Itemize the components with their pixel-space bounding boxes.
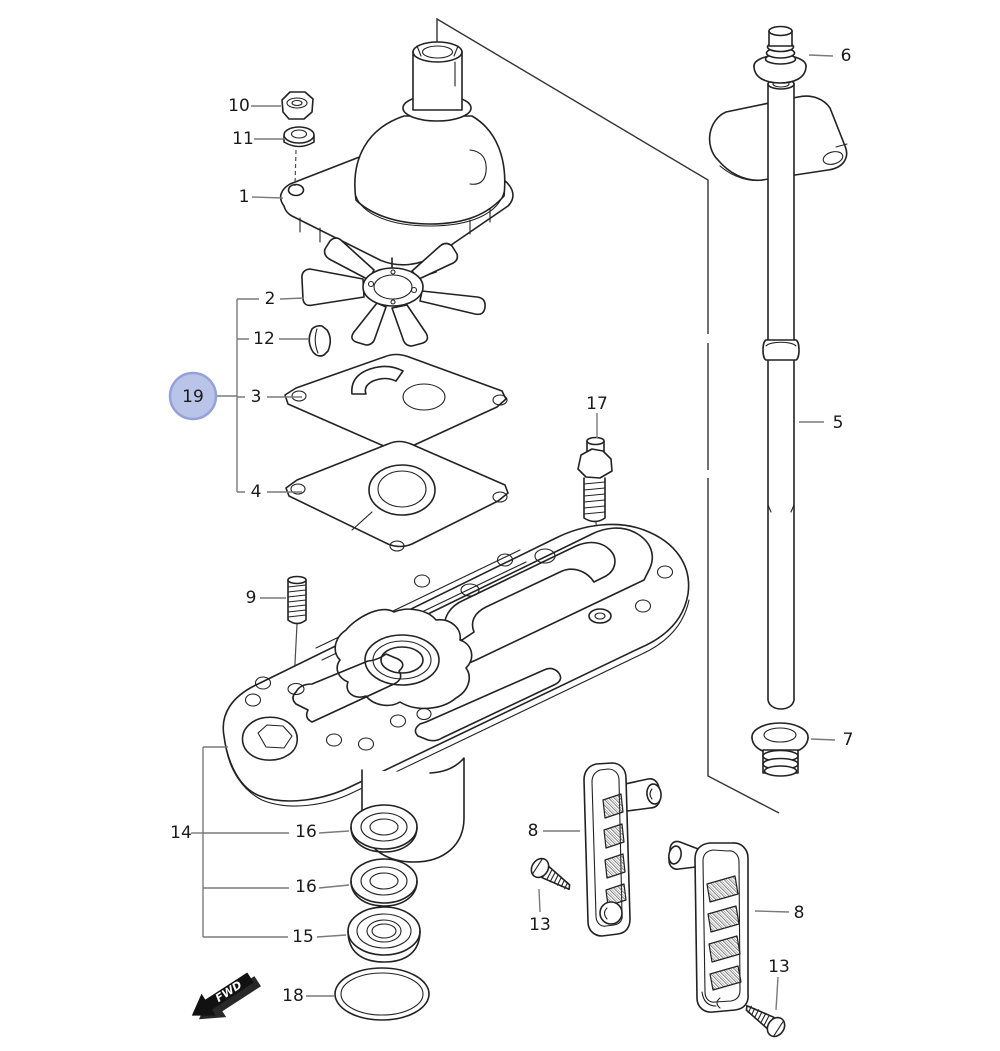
callout-stud[interactable]: 9 — [246, 588, 257, 608]
part-grommet-upper — [753, 25, 807, 84]
part-screw-front — [530, 857, 571, 891]
highlighted-kit-badge[interactable]: 19 — [168, 371, 218, 421]
callout-grommet-upper[interactable]: 6 — [841, 46, 852, 66]
callout-screw-rear[interactable]: 13 — [768, 957, 790, 977]
part-washer — [283, 126, 315, 187]
callout-bolt[interactable]: 17 — [586, 394, 608, 414]
callout-kit-badge[interactable]: 19 — [182, 387, 204, 407]
part-gasket — [285, 440, 509, 552]
part-bolt — [577, 436, 613, 612]
callout-screw-front[interactable]: 13 — [529, 915, 551, 935]
part-impeller — [301, 237, 486, 347]
part-grille-front — [583, 762, 662, 937]
callout-housing[interactable]: 1 — [239, 187, 250, 207]
callout-key[interactable]: 12 — [253, 329, 275, 349]
part-driveshaft — [762, 78, 800, 710]
part-seal-upper — [350, 804, 418, 853]
part-screw-rear — [745, 1004, 786, 1038]
callout-driveshaft[interactable]: 5 — [833, 413, 844, 433]
callout-grille-front[interactable]: 8 — [528, 821, 539, 841]
part-nut — [281, 91, 314, 120]
callout-seal-lower[interactable]: 16 — [295, 877, 317, 897]
leader-lines — [191, 54, 836, 1011]
callout-case-under[interactable]: 14 — [170, 823, 192, 843]
part-pump-case — [279, 41, 514, 277]
part-grille-rear — [668, 840, 749, 1013]
part-grommet-lower — [751, 722, 809, 777]
callout-oring[interactable]: 18 — [282, 986, 304, 1006]
callout-gasket[interactable]: 4 — [251, 482, 262, 502]
callout-grommet-lower[interactable]: 7 — [843, 730, 854, 750]
part-key — [308, 325, 332, 357]
callout-guide-plate[interactable]: 3 — [251, 387, 262, 407]
callout-bearing[interactable]: 15 — [292, 927, 314, 947]
callout-grille-rear[interactable]: 8 — [794, 903, 805, 923]
part-guide-plate — [284, 353, 508, 451]
callout-labels: 10 11 1 2 12 3 4 5 6 7 8 8 9 13 13 14 16… — [170, 46, 853, 1006]
part-oring — [334, 967, 430, 1021]
part-bearing — [347, 906, 421, 963]
callout-washer[interactable]: 11 — [232, 129, 254, 149]
callout-seal-upper[interactable]: 16 — [295, 822, 317, 842]
part-seal-lower — [350, 858, 418, 907]
fwd-direction-arrow: FWD — [191, 972, 261, 1020]
callout-impeller[interactable]: 2 — [265, 289, 276, 309]
kit-badge-circle[interactable] — [168, 371, 218, 421]
callout-nut[interactable]: 10 — [228, 96, 250, 116]
